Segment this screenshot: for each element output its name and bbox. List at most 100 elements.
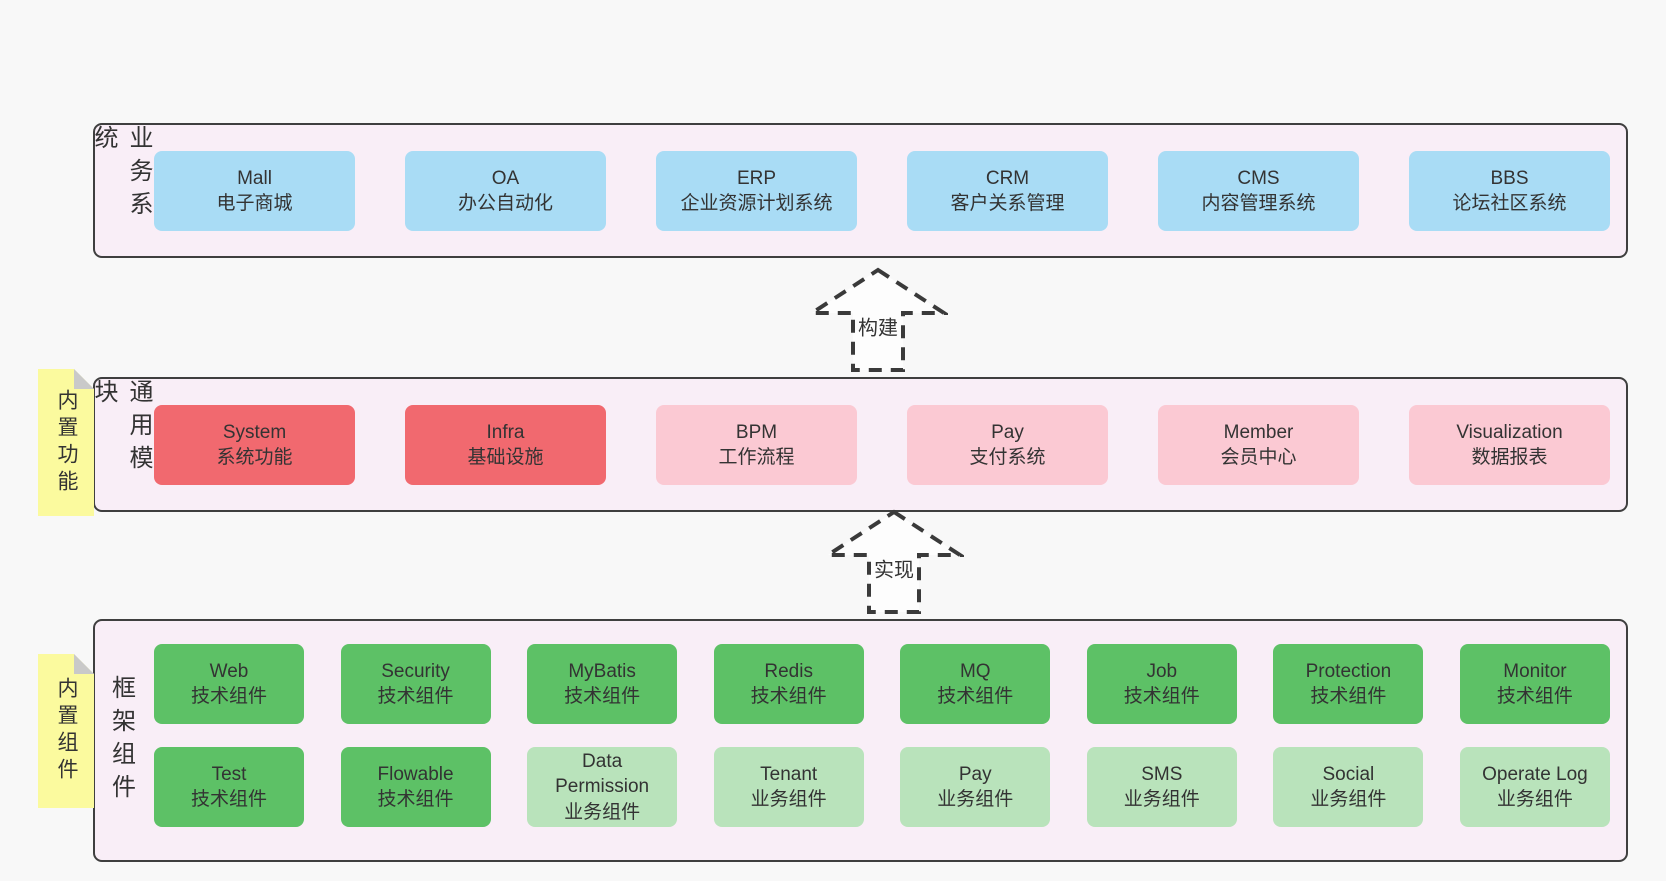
- module-box-title: Tenant: [760, 763, 818, 785]
- module-box-subtitle: 技术组件: [564, 686, 641, 707]
- module-box-protection: Protection 技术组件: [1273, 644, 1424, 724]
- section-common-modules: 通用模块 System 系统功能 Infra 基础设施 BPM 工作流程 Pay 支付系统 Me…: [90, 377, 1628, 512]
- module-box-pay: Pay 业务组件: [900, 747, 1051, 827]
- module-box-title: CMS: [1237, 167, 1280, 189]
- module-box-subtitle: 内容管理系统: [1201, 193, 1316, 214]
- module-box-subtitle: 业务组件: [564, 801, 641, 823]
- section-label-common-modules: 通用模块: [90, 379, 152, 478]
- module-box-title: Mall: [237, 167, 272, 189]
- module-box-job: Job 技术组件: [1086, 644, 1237, 724]
- module-box-subtitle: 基础设施: [467, 447, 544, 468]
- module-box-mall: Mall 电子商城: [154, 151, 355, 231]
- sticky-note-builtin-components: 内置组件: [38, 654, 94, 808]
- module-box-title: Infra: [486, 421, 525, 443]
- module-box-subtitle: 技术组件: [937, 686, 1014, 707]
- module-box-title: Pay: [991, 421, 1024, 443]
- module-box-social: Social 业务组件: [1273, 747, 1424, 827]
- build-arrow-label: 构建: [855, 311, 901, 341]
- module-box-cms: CMS 内容管理系统: [1158, 151, 1359, 231]
- module-box-redis: Redis 技术组件: [713, 644, 864, 724]
- module-box-title: Job: [1146, 660, 1178, 682]
- module-box-title: BBS: [1490, 167, 1529, 189]
- module-box-title: Data Permission: [555, 751, 650, 798]
- module-box-subtitle: 论坛社区系统: [1452, 193, 1567, 214]
- module-box-subtitle: 数据报表: [1471, 447, 1548, 468]
- module-box-title: Flowable: [377, 763, 454, 785]
- module-box-title: ERP: [736, 167, 777, 189]
- module-box-title: Social: [1322, 763, 1375, 785]
- module-box-subtitle: 业务组件: [937, 789, 1014, 810]
- sticky-note-text: 内置组件: [55, 677, 78, 785]
- module-box-web: Web 技术组件: [154, 644, 304, 724]
- module-box-title: SMS: [1141, 763, 1183, 785]
- module-box-subtitle: 技术组件: [377, 686, 454, 707]
- module-box-subtitle: 技术组件: [1496, 686, 1573, 707]
- common-modules-row: System 系统功能 Infra 基础设施 BPM 工作流程 Pay 支付系统 Member 会…: [154, 405, 1610, 485]
- module-box-system: System 系统功能: [154, 405, 355, 485]
- module-box-data-permission: Data Permission 业务组件: [527, 747, 678, 827]
- module-box-subtitle: 业务组件: [1310, 789, 1387, 810]
- module-box-operate-log: Operate Log 业务组件: [1459, 747, 1610, 827]
- module-box-title: Protection: [1305, 660, 1392, 682]
- module-box-title: BPM: [735, 421, 778, 443]
- module-box-tenant: Tenant 业务组件: [713, 747, 864, 827]
- module-box-subtitle: 系统功能: [216, 447, 293, 468]
- module-box-title: System: [222, 421, 287, 443]
- module-box-subtitle: 支付系统: [969, 447, 1046, 468]
- module-box-title: Web: [209, 660, 249, 682]
- module-box-subtitle: 电子商城: [216, 193, 293, 214]
- module-box-subtitle: 技术组件: [1123, 686, 1200, 707]
- module-box-title: Security: [381, 660, 450, 682]
- section-label-business-systems: 业务系统: [90, 125, 152, 224]
- implement-arrow: 实现: [824, 508, 964, 616]
- module-box-mq: MQ 技术组件: [900, 644, 1051, 724]
- module-box-title: Operate Log: [1482, 763, 1588, 785]
- module-box-title: Monitor: [1503, 660, 1567, 682]
- module-box-subtitle: 企业资源计划系统: [680, 193, 833, 214]
- module-box-subtitle: 业务组件: [1496, 789, 1573, 810]
- module-box-monitor: Monitor 技术组件: [1459, 644, 1610, 724]
- module-box-subtitle: 工作流程: [718, 447, 795, 468]
- module-box-visualization: Visualization 数据报表: [1409, 405, 1610, 485]
- module-box-bbs: BBS 论坛社区系统: [1409, 151, 1610, 231]
- section-label-framework-components: 框架组件: [107, 674, 135, 807]
- module-box-security: Security 技术组件: [340, 644, 491, 724]
- build-arrow: 构建: [808, 266, 948, 374]
- module-box-subtitle: 技术组件: [750, 686, 827, 707]
- module-box-subtitle: 技术组件: [1310, 686, 1387, 707]
- module-box-flowable: Flowable 技术组件: [340, 747, 491, 827]
- module-box-subtitle: 技术组件: [190, 686, 267, 707]
- sticky-note-text: 内置功能: [55, 388, 78, 497]
- module-box-title: Visualization: [1456, 421, 1563, 443]
- module-box-title: MyBatis: [568, 660, 636, 682]
- module-box-title: CRM: [985, 167, 1030, 189]
- module-box-bpm: BPM 工作流程: [656, 405, 857, 485]
- module-box-subtitle: 业务组件: [1123, 789, 1200, 810]
- module-box-subtitle: 技术组件: [190, 789, 267, 810]
- sticky-note-builtin-features: 内置功能: [38, 369, 94, 516]
- module-box-title: Member: [1223, 421, 1294, 443]
- module-box-title: Redis: [764, 660, 813, 682]
- module-box-title: Test: [211, 763, 247, 785]
- module-box-subtitle: 业务组件: [750, 789, 827, 810]
- module-box-title: MQ: [959, 660, 991, 682]
- module-box-test: Test 技术组件: [154, 747, 304, 827]
- module-box-crm: CRM 客户关系管理: [907, 151, 1108, 231]
- module-box-title: OA: [491, 167, 520, 189]
- module-box-subtitle: 会员中心: [1220, 447, 1297, 468]
- module-box-subtitle: 客户关系管理: [950, 193, 1065, 214]
- module-box-member: Member 会员中心: [1158, 405, 1359, 485]
- module-box-title: Pay: [958, 763, 992, 785]
- module-box-erp: ERP 企业资源计划系统: [656, 151, 857, 231]
- implement-arrow-label: 实现: [871, 553, 917, 583]
- folded-corner-icon: [74, 654, 94, 674]
- module-box-mybatis: MyBatis 技术组件: [527, 644, 678, 724]
- module-box-subtitle: 技术组件: [377, 789, 454, 810]
